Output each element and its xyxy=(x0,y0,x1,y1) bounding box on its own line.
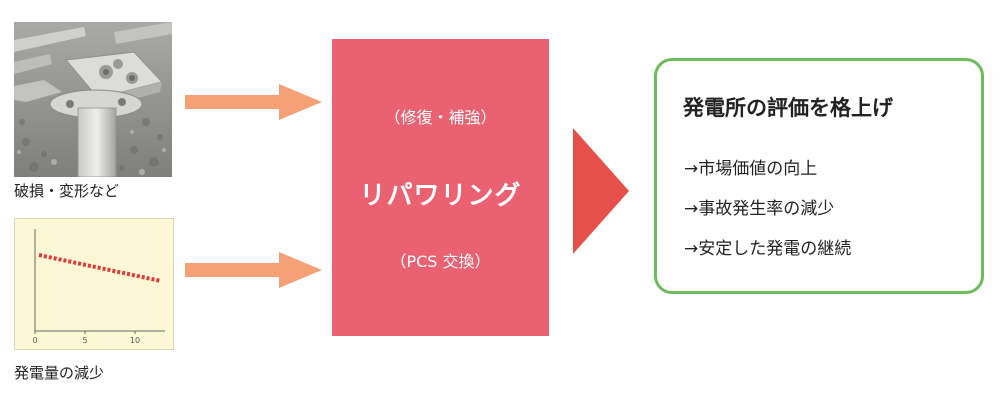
result-arrow-icon xyxy=(573,128,629,254)
result-box: 発電所の評価を格上げ →市場価値の向上 →事故発生率の減少 →安定した発電の継続 xyxy=(654,58,984,294)
result-item-stable-generation: →安定した発電の継続 xyxy=(684,239,852,259)
repowering-title: リパワリング xyxy=(359,181,522,211)
mini-chart-tick-label-10: 10 xyxy=(130,336,140,345)
damaged-mount-photo xyxy=(14,22,172,177)
feed-arrow-bottom-icon xyxy=(185,252,322,288)
result-item-market-value: →市場価値の向上 xyxy=(684,159,818,179)
result-title: 発電所の評価を格上げ xyxy=(683,96,893,120)
pcs-subtitle: （PCS 交換） xyxy=(390,252,491,271)
power-decline-caption: 発電量の減少 xyxy=(14,364,105,382)
feed-arrow-top-icon xyxy=(185,84,322,120)
declining-trend-line xyxy=(38,253,162,283)
damage-caption: 破損・変形など xyxy=(14,182,120,200)
mini-chart-tick-label-5: 5 xyxy=(82,336,87,345)
repair-subtitle: （修復・補強） xyxy=(384,108,497,127)
result-item-accident-rate: →事故発生率の減少 xyxy=(684,199,835,219)
mini-chart-tick-label-0: 0 xyxy=(32,336,37,345)
power-decline-mini-chart: 0 5 10 xyxy=(14,218,174,350)
repowering-box: （修復・補強） リパワリング （PCS 交換） xyxy=(332,39,549,336)
